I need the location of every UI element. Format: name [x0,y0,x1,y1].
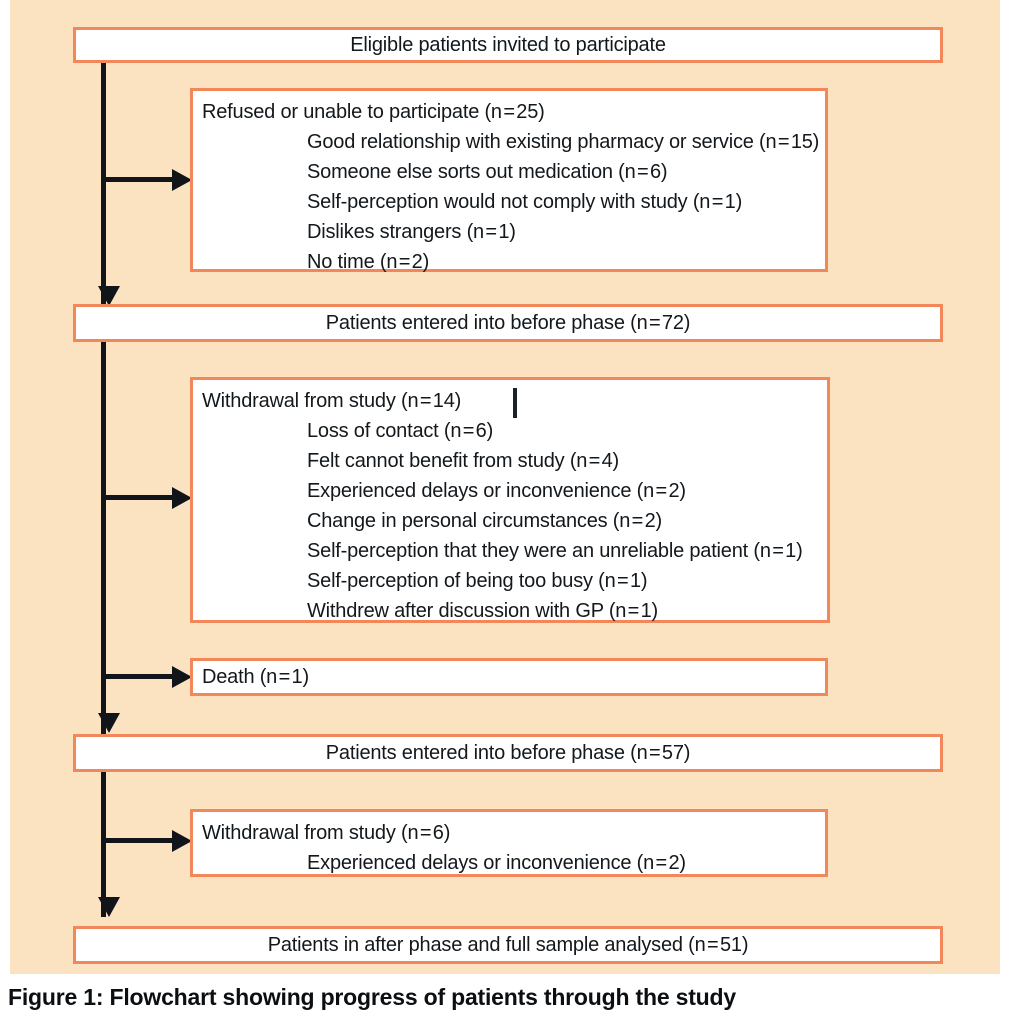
node-line: Dislikes strangers (n = 1) [307,221,516,243]
node-withdrawal-from-study-14: Withdrawal from study (n = 14) Loss of c… [190,377,830,623]
node-line: Refused or unable to participate (n = 25… [202,101,545,123]
connector-to-refused [101,177,177,182]
node-line: Withdrew after discussion with GP (n = 1… [307,600,659,622]
node-line: No time (n = 2) [307,251,430,273]
node-line: Self-perception that they were an unreli… [307,540,803,562]
node-line: Eligible patients invited to participate [350,34,666,56]
node-before-phase-72: Patients entered into before phase (n = … [73,304,943,342]
connector-to-death [101,674,177,679]
node-withdrawal-from-study-6: Withdrawal from study (n = 6) Experience… [190,809,828,877]
node-line: Change in personal circumstances (n = 2) [307,510,662,532]
node-line: Withdrawal from study (n = 14) [202,390,462,412]
node-line: Felt cannot benefit from study (n = 4) [307,450,620,472]
node-refused-or-unable: Refused or unable to participate (n = 25… [190,88,828,273]
node-line: Death (n = 1) [202,666,309,688]
arrowhead-to-death [172,666,192,688]
arrowhead-to-after-phase-51 [98,897,120,917]
node-line: Experienced delays or inconvenience (n =… [307,852,686,874]
figure-caption: Figure 1: Flowchart showing progress of … [8,984,736,1010]
node-line: Good relationship with existing pharmacy… [307,131,820,153]
node-line: Withdrawal from study (n = 6) [202,822,451,844]
node-line: Someone else sorts out medication (n = 6… [307,161,668,183]
node-death: Death (n = 1) [190,658,828,696]
node-line: Self-perception would not comply with st… [307,191,743,213]
node-line: Patients in after phase and full sample … [267,934,749,956]
node-eligible-patients-invited: Eligible patients invited to participate [73,27,943,63]
connector-trunk [101,60,106,917]
node-before-phase-57: Patients entered into before phase (n = … [73,734,943,772]
arrowhead-to-before-phase-57 [98,713,120,733]
connector-to-withdrawal-14 [101,495,177,500]
node-line: Loss of contact (n = 6) [307,420,494,442]
stray-mark [513,388,517,418]
node-line: Patients entered into before phase (n = … [325,312,691,334]
connector-to-withdrawal-6 [101,838,177,843]
arrowhead-to-before-phase-72 [98,286,120,306]
arrowhead-to-refused [172,169,192,191]
node-line: Patients entered into before phase (n = … [325,742,691,764]
arrowhead-to-withdrawal-6 [172,830,192,852]
node-line: Experienced delays or inconvenience (n =… [307,480,686,502]
arrowhead-to-withdrawal-14 [172,487,192,509]
node-line: Self-perception of being too busy (n = 1… [307,570,648,592]
node-after-phase-51: Patients in after phase and full sample … [73,926,943,964]
